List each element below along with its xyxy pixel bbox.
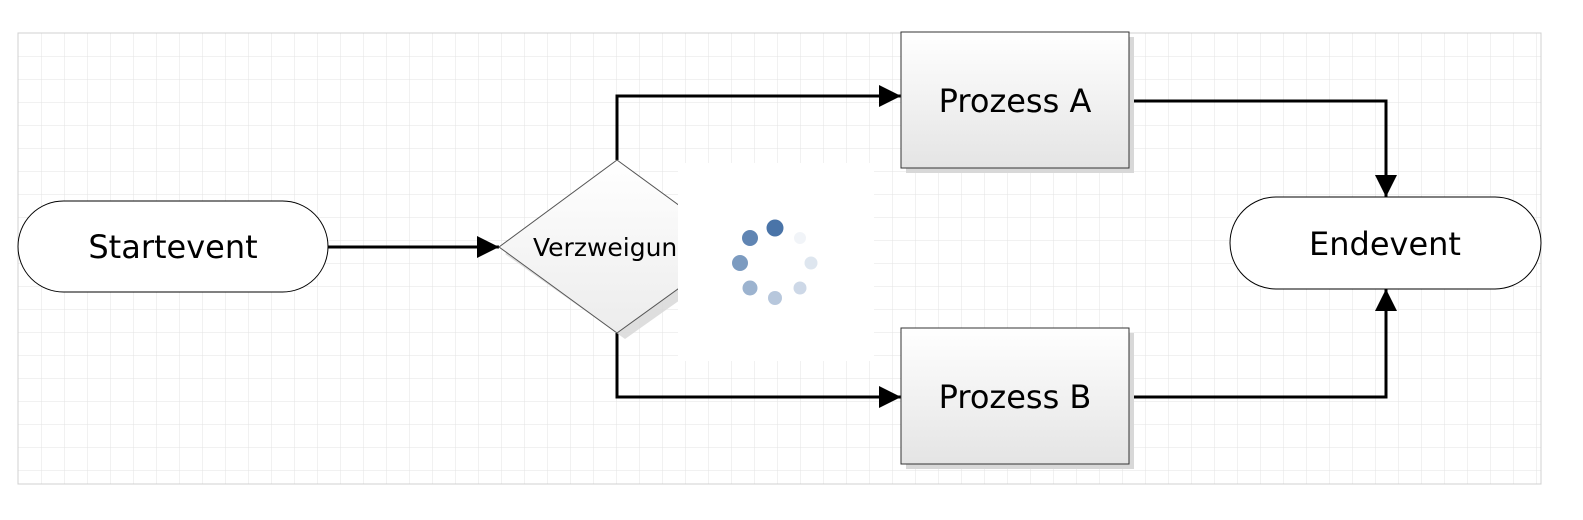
process-b-node[interactable]: Prozess B [900,327,1134,469]
start-event-label: Startevent [88,228,257,266]
process-a-label: Prozess A [939,82,1092,120]
loading-spinner-icon [732,219,818,305]
process-a-node[interactable]: Prozess A [900,31,1134,173]
start-event-node[interactable]: Startevent [17,200,329,293]
end-event-node[interactable]: Endevent [1229,196,1542,290]
edge-decision-to-process-b[interactable] [615,333,901,408]
loading-overlay [678,163,874,361]
end-event-label: Endevent [1309,225,1461,263]
process-b-label: Prozess B [939,378,1092,416]
decision-label: Verzweigung [533,233,693,262]
edge-decision-to-process-a[interactable] [615,85,901,160]
connectors [328,85,1397,408]
edge-process-a-to-end[interactable] [1129,99,1397,197]
edge-process-b-to-end[interactable] [1129,289,1397,399]
